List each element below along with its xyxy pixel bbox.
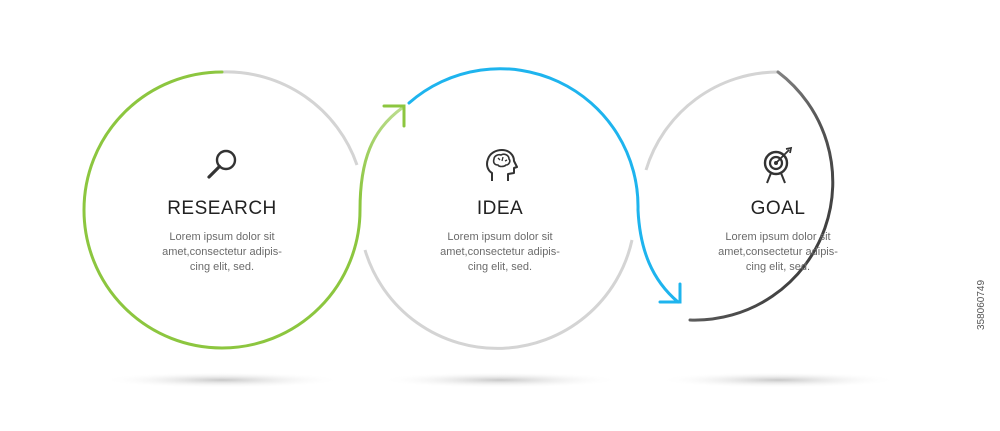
blue-arrow-head: [658, 282, 682, 304]
step-goal: GOAL Lorem ipsum dolor sit amet,consecte…: [688, 145, 868, 275]
research-ring-gray: [221, 70, 359, 166]
step-description: Lorem ipsum dolor sit amet,consectetur a…: [410, 230, 590, 275]
head-brain-icon: [486, 149, 518, 181]
shadow-goal: [658, 372, 898, 388]
step-research: RESEARCH Lorem ipsum dolor sit amet,cons…: [132, 145, 312, 275]
desc-line: amet,consectetur adipis-: [718, 246, 838, 258]
goal-ring-gray: [644, 70, 779, 171]
idea-ring-blue: [407, 67, 680, 304]
target-icon: [763, 146, 793, 184]
desc-line: cing elit, sed.: [189, 261, 255, 273]
desc-line: amet,consectetur adipis-: [162, 246, 282, 258]
desc-line: Lorem ipsum dolor sit: [447, 231, 553, 243]
desc-line: amet,consectetur adipis-: [440, 246, 560, 258]
step-title: GOAL: [750, 198, 806, 219]
shadow-research: [102, 372, 342, 388]
magnifier-icon: [207, 149, 237, 179]
green-arrow-head: [382, 104, 406, 128]
step-description: Lorem ipsum dolor sit amet,consectetur a…: [132, 230, 312, 275]
step-description: Lorem ipsum dolor sit amet,consectetur a…: [688, 230, 868, 275]
shadow-idea: [380, 372, 620, 388]
step-title: RESEARCH: [167, 198, 277, 219]
idea-ring-gray: [363, 239, 634, 350]
desc-line: Lorem ipsum dolor sit: [169, 231, 275, 243]
step-idea: IDEA Lorem ipsum dolor sit amet,consecte…: [410, 145, 590, 275]
research-ring-green: [82, 70, 404, 350]
step-title: IDEA: [476, 198, 524, 219]
desc-line: Lorem ipsum dolor sit: [725, 231, 831, 243]
goal-ring-dark: [688, 70, 835, 322]
desc-line: cing elit, sed.: [745, 261, 811, 273]
desc-line: cing elit, sed.: [467, 261, 533, 273]
stock-id-watermark: 358060749: [976, 279, 987, 330]
